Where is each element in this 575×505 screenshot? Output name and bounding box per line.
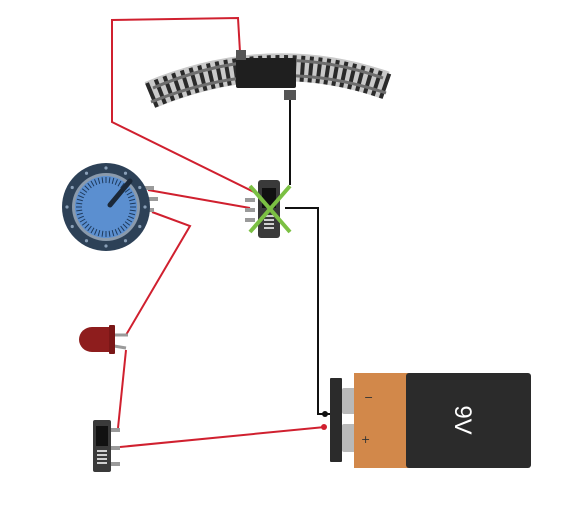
battery-voltage-label: 9V	[449, 405, 476, 434]
battery-body	[406, 373, 531, 468]
switch-top-pin-3	[245, 218, 255, 222]
curved-rail-track[interactable]	[144, 50, 392, 108]
pot-dot	[70, 185, 74, 190]
wire-pot-to-led[interactable]	[125, 211, 192, 336]
battery-plus-wire-end	[321, 424, 327, 430]
pot-dot	[123, 239, 128, 243]
pot-tick	[97, 177, 101, 184]
pot-tick	[94, 228, 98, 235]
battery-minus-wire-end	[322, 411, 328, 417]
pot-tick	[111, 177, 115, 184]
pot-tick	[76, 212, 83, 216]
pot-tick	[114, 179, 118, 186]
pot-tick	[94, 179, 98, 186]
pot-tick	[87, 225, 92, 232]
led-body	[79, 327, 112, 352]
pot-tick	[120, 225, 125, 232]
pot-tick	[124, 188, 131, 193]
pot-tick	[76, 209, 83, 212]
battery-cap	[354, 373, 410, 468]
pot-tick	[129, 198, 136, 202]
switch-bottom-grip	[97, 450, 107, 464]
pot-dot	[84, 171, 89, 175]
pot-tick	[81, 221, 88, 226]
wire-switch-to-battery[interactable]	[119, 426, 326, 448]
pot-tick	[129, 212, 136, 216]
pot-dot	[138, 185, 142, 190]
battery-negative-label: −	[364, 391, 373, 404]
rotary-potentiometer[interactable]	[62, 163, 158, 251]
pot-tick	[114, 228, 118, 235]
track-connector-block	[236, 58, 296, 88]
battery-positive-label: +	[361, 433, 370, 446]
switch-bottom-slider[interactable]	[96, 426, 108, 446]
pot-tick	[97, 230, 101, 237]
pot-tick	[108, 230, 111, 237]
pot-tick	[117, 180, 122, 187]
track-terminal-right	[284, 90, 296, 100]
fault-x-icon	[248, 184, 292, 234]
pot-pointer	[107, 178, 133, 208]
wire-switch-black[interactable]	[285, 207, 330, 415]
pot-pin-1	[140, 186, 154, 190]
pot-tick	[126, 218, 133, 223]
battery-clip	[330, 378, 342, 462]
pot-tick	[122, 223, 128, 229]
wire-pot-to-switch[interactable]	[147, 189, 251, 209]
pot-dot	[104, 244, 108, 248]
battery-terminal-positive[interactable]	[342, 424, 356, 452]
9v-battery[interactable]: − + 9V	[321, 373, 531, 468]
wire-track-to-switch[interactable]	[111, 16, 263, 197]
pot-dot	[84, 239, 89, 243]
pot-dot	[65, 205, 69, 209]
switch-bottom-pin-2	[110, 446, 120, 450]
red-led[interactable]	[79, 325, 128, 354]
pot-tick	[111, 230, 115, 237]
pot-tick	[84, 185, 90, 191]
switch-top-pin-1	[245, 198, 255, 202]
pot-tick	[101, 177, 104, 184]
wire-led-to-switch[interactable]	[117, 349, 127, 429]
pot-ticks	[76, 177, 136, 237]
pot-tick	[87, 182, 92, 189]
switch-top[interactable]	[245, 180, 292, 238]
pot-dots	[65, 166, 147, 248]
pot-tick	[129, 209, 136, 212]
pot-dot	[143, 205, 147, 209]
switch-top-grip	[264, 215, 274, 229]
pot-tick	[90, 180, 95, 187]
wires	[111, 16, 330, 448]
track-terminal-left	[236, 50, 246, 60]
pot-tick	[127, 195, 134, 199]
pot-tick	[76, 198, 83, 202]
pot-dot	[104, 166, 108, 170]
switch-bottom-pin-1	[110, 428, 120, 432]
led-rim	[109, 325, 115, 354]
pot-tick	[129, 202, 136, 205]
pot-tick	[127, 215, 134, 219]
pot-tick	[90, 227, 95, 234]
pot-tick	[117, 227, 122, 234]
pot-tick	[108, 177, 111, 184]
battery-terminal-negative[interactable]	[342, 388, 356, 414]
pot-tick	[78, 195, 85, 199]
pot-dot	[138, 224, 142, 229]
pot-tick	[124, 221, 131, 226]
switch-top-pin-2	[245, 208, 255, 212]
pot-tick	[76, 202, 83, 205]
pot-tick	[84, 223, 90, 229]
pot-tick	[81, 188, 88, 193]
pot-tick	[126, 191, 133, 196]
pot-tick	[79, 218, 86, 223]
pot-tick	[101, 230, 104, 237]
switch-bottom-pin-3	[110, 462, 120, 466]
pot-dot	[123, 171, 128, 175]
pot-dot	[70, 224, 74, 229]
pot-tick	[120, 182, 125, 189]
pot-tick	[79, 191, 86, 196]
pot-tick	[78, 215, 85, 219]
switch-bottom[interactable]	[93, 420, 120, 472]
